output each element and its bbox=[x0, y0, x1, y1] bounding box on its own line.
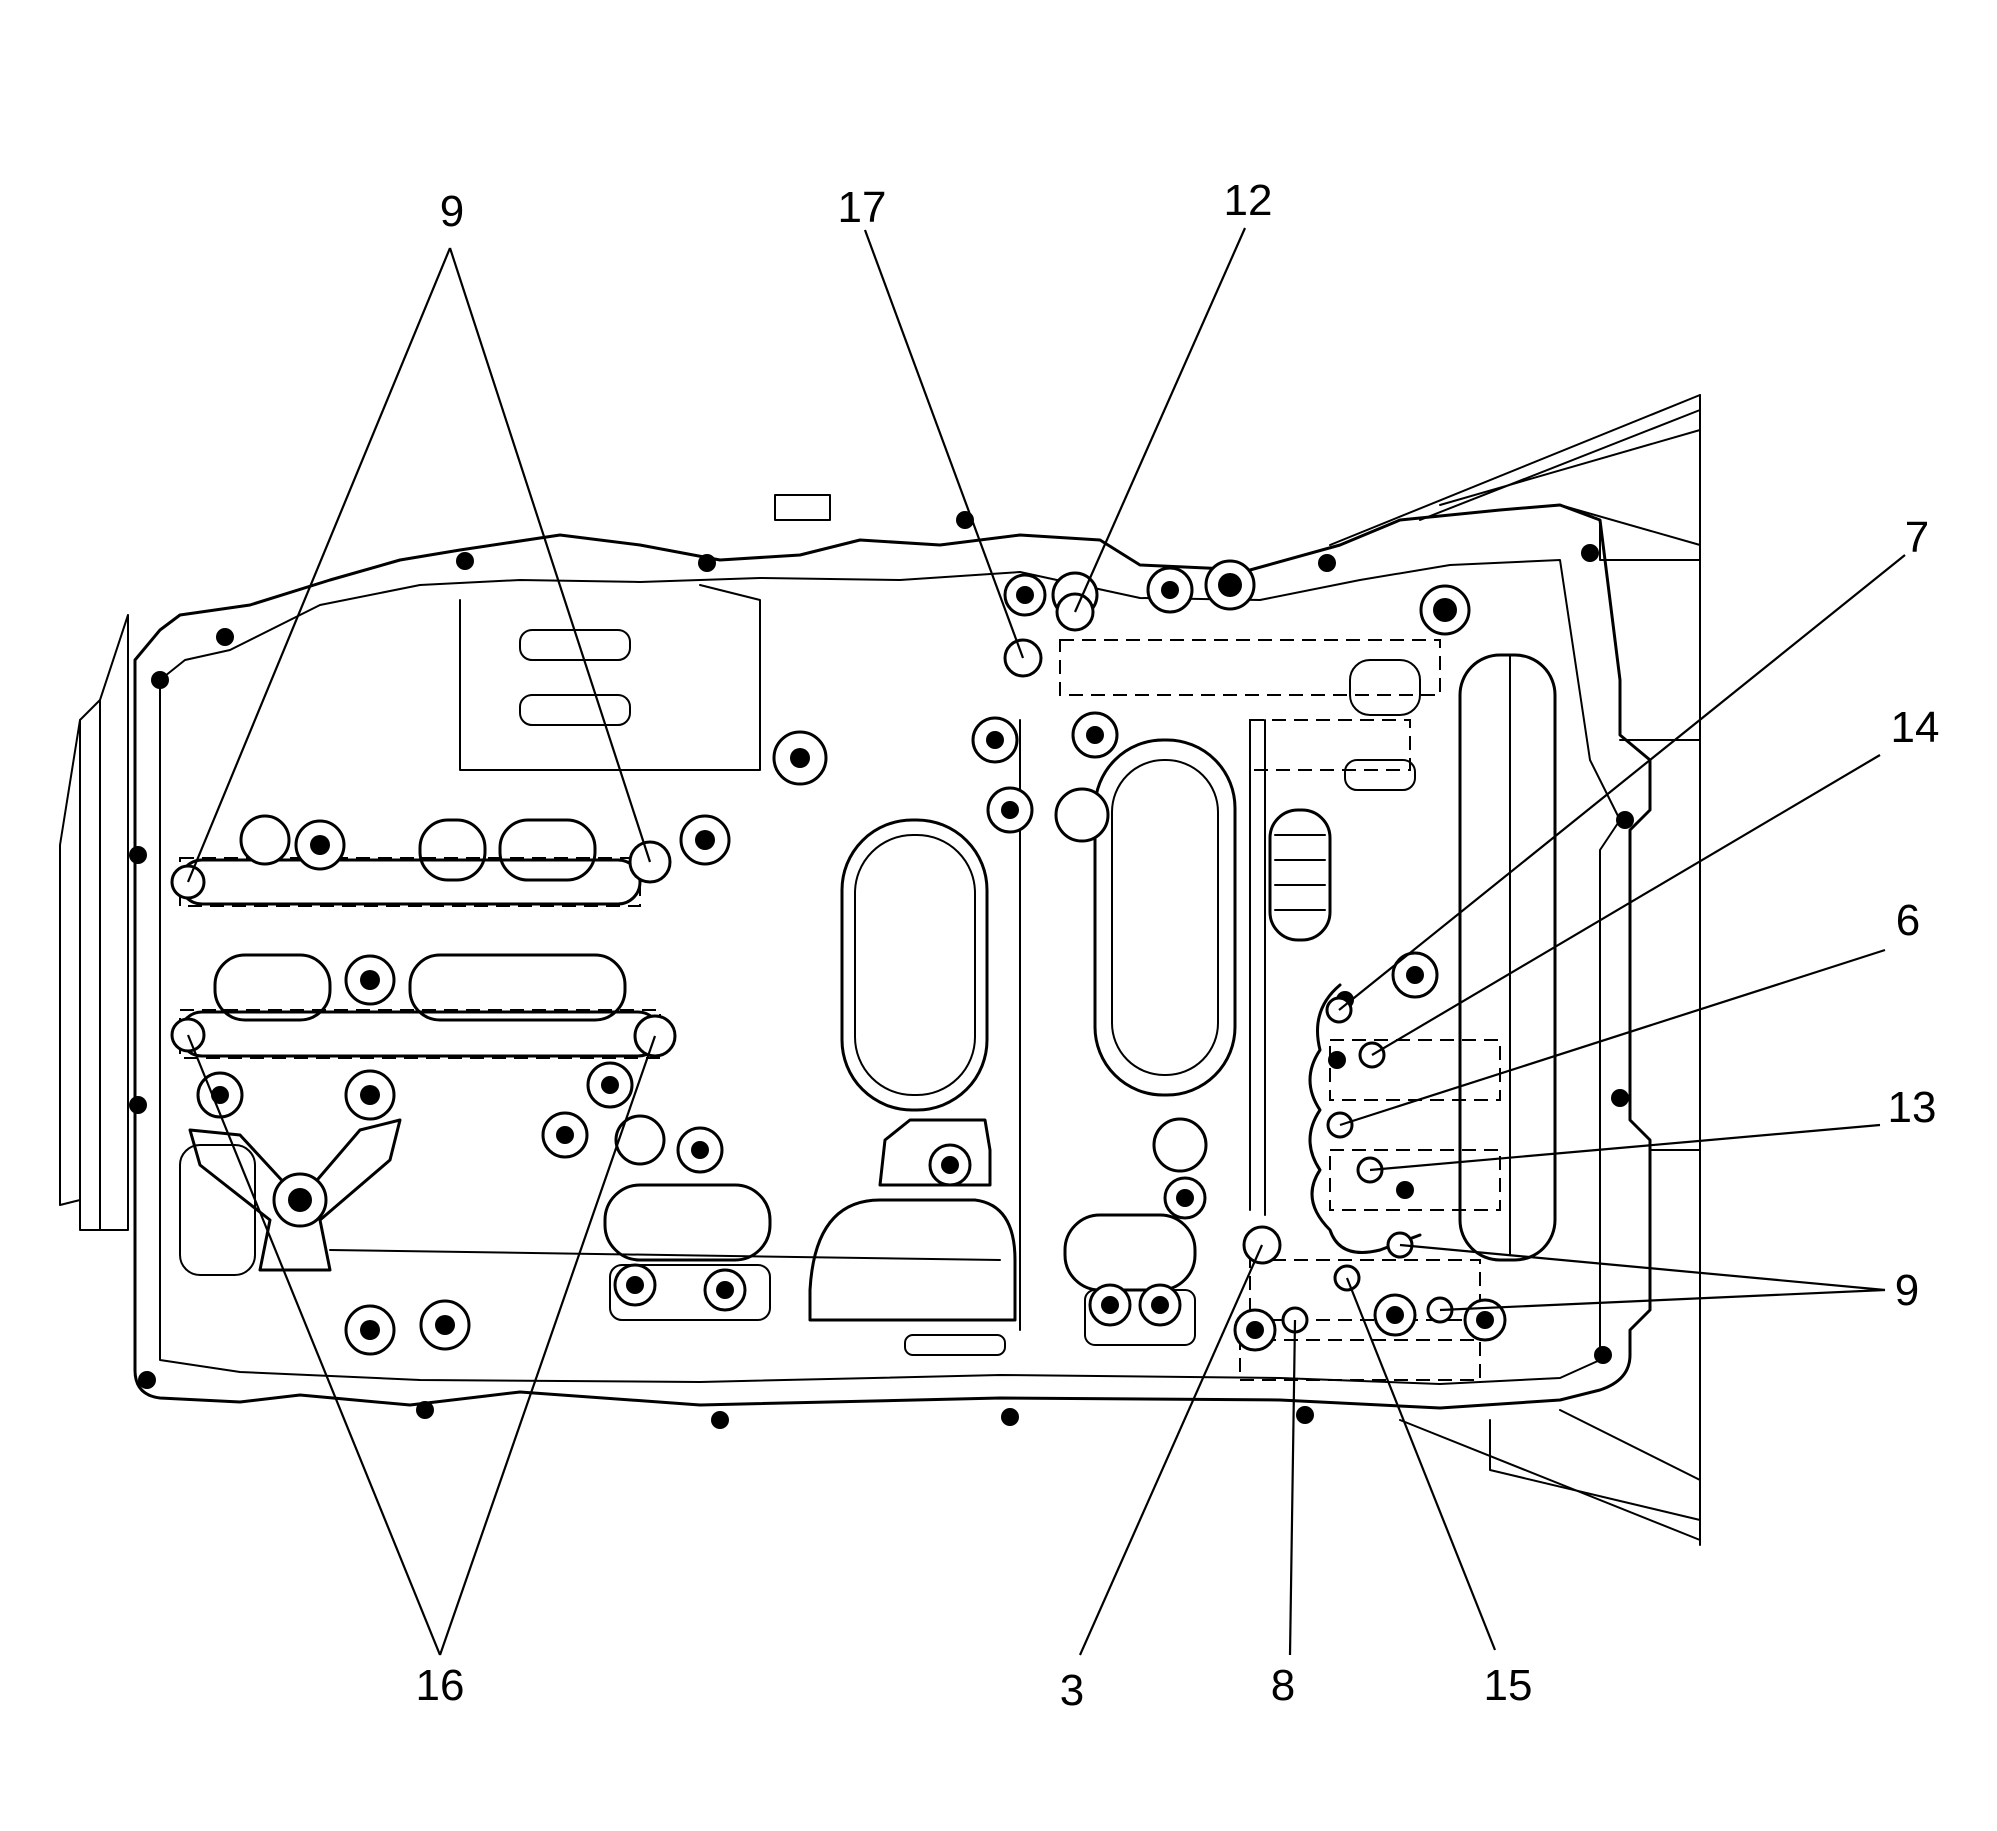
callout-8: 8 bbox=[1271, 1661, 1295, 1710]
callout-labels: 9 17 12 7 14 6 13 9 16 3 8 15 bbox=[416, 176, 1940, 1715]
callout-15: 15 bbox=[1484, 1661, 1533, 1710]
bolt-holes bbox=[129, 511, 1634, 1429]
bolt-bosses bbox=[196, 559, 1507, 1356]
leader-lines bbox=[186, 227, 1906, 1656]
callout-9-right: 9 bbox=[1895, 1266, 1919, 1315]
callout-9-top: 9 bbox=[440, 187, 464, 236]
callout-14: 14 bbox=[1891, 703, 1940, 752]
callout-16: 16 bbox=[416, 1661, 465, 1710]
callout-6: 6 bbox=[1896, 896, 1920, 945]
callout-13: 13 bbox=[1888, 1083, 1937, 1132]
callout-3: 3 bbox=[1060, 1666, 1084, 1715]
housing-outline bbox=[59, 394, 1701, 1546]
callout-12: 12 bbox=[1224, 176, 1273, 225]
callout-7: 7 bbox=[1905, 513, 1929, 562]
callout-17: 17 bbox=[838, 183, 887, 232]
interior-passages bbox=[178, 584, 1557, 1381]
